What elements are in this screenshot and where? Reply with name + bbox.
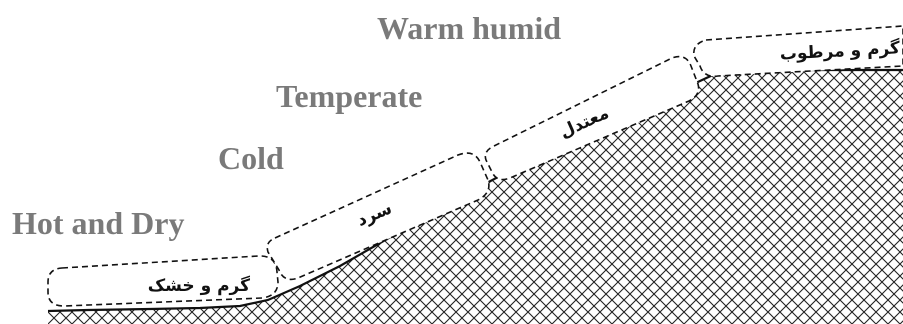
zone-temperate-outline: [484, 55, 700, 181]
label-temperate: Temperate: [276, 78, 423, 114]
label-hot-dry: Hot and Dry: [12, 205, 185, 241]
label-cold: Cold: [218, 140, 284, 176]
label-warm-humid: Warm humid: [377, 10, 562, 46]
zone-temperate: معتدل: [484, 55, 700, 181]
zone-warm-humid: گرم و مرطوب: [692, 25, 903, 78]
zone-hot-dry-outline: [47, 255, 279, 307]
zone-hot-dry: گرم و خشک: [47, 255, 279, 307]
zone-hot-dry-label: گرم و خشک: [148, 275, 250, 296]
zone-warm-humid-outline: [692, 25, 903, 78]
zone-cold-outline: [266, 152, 490, 281]
zone-cold: سرد: [266, 152, 490, 281]
